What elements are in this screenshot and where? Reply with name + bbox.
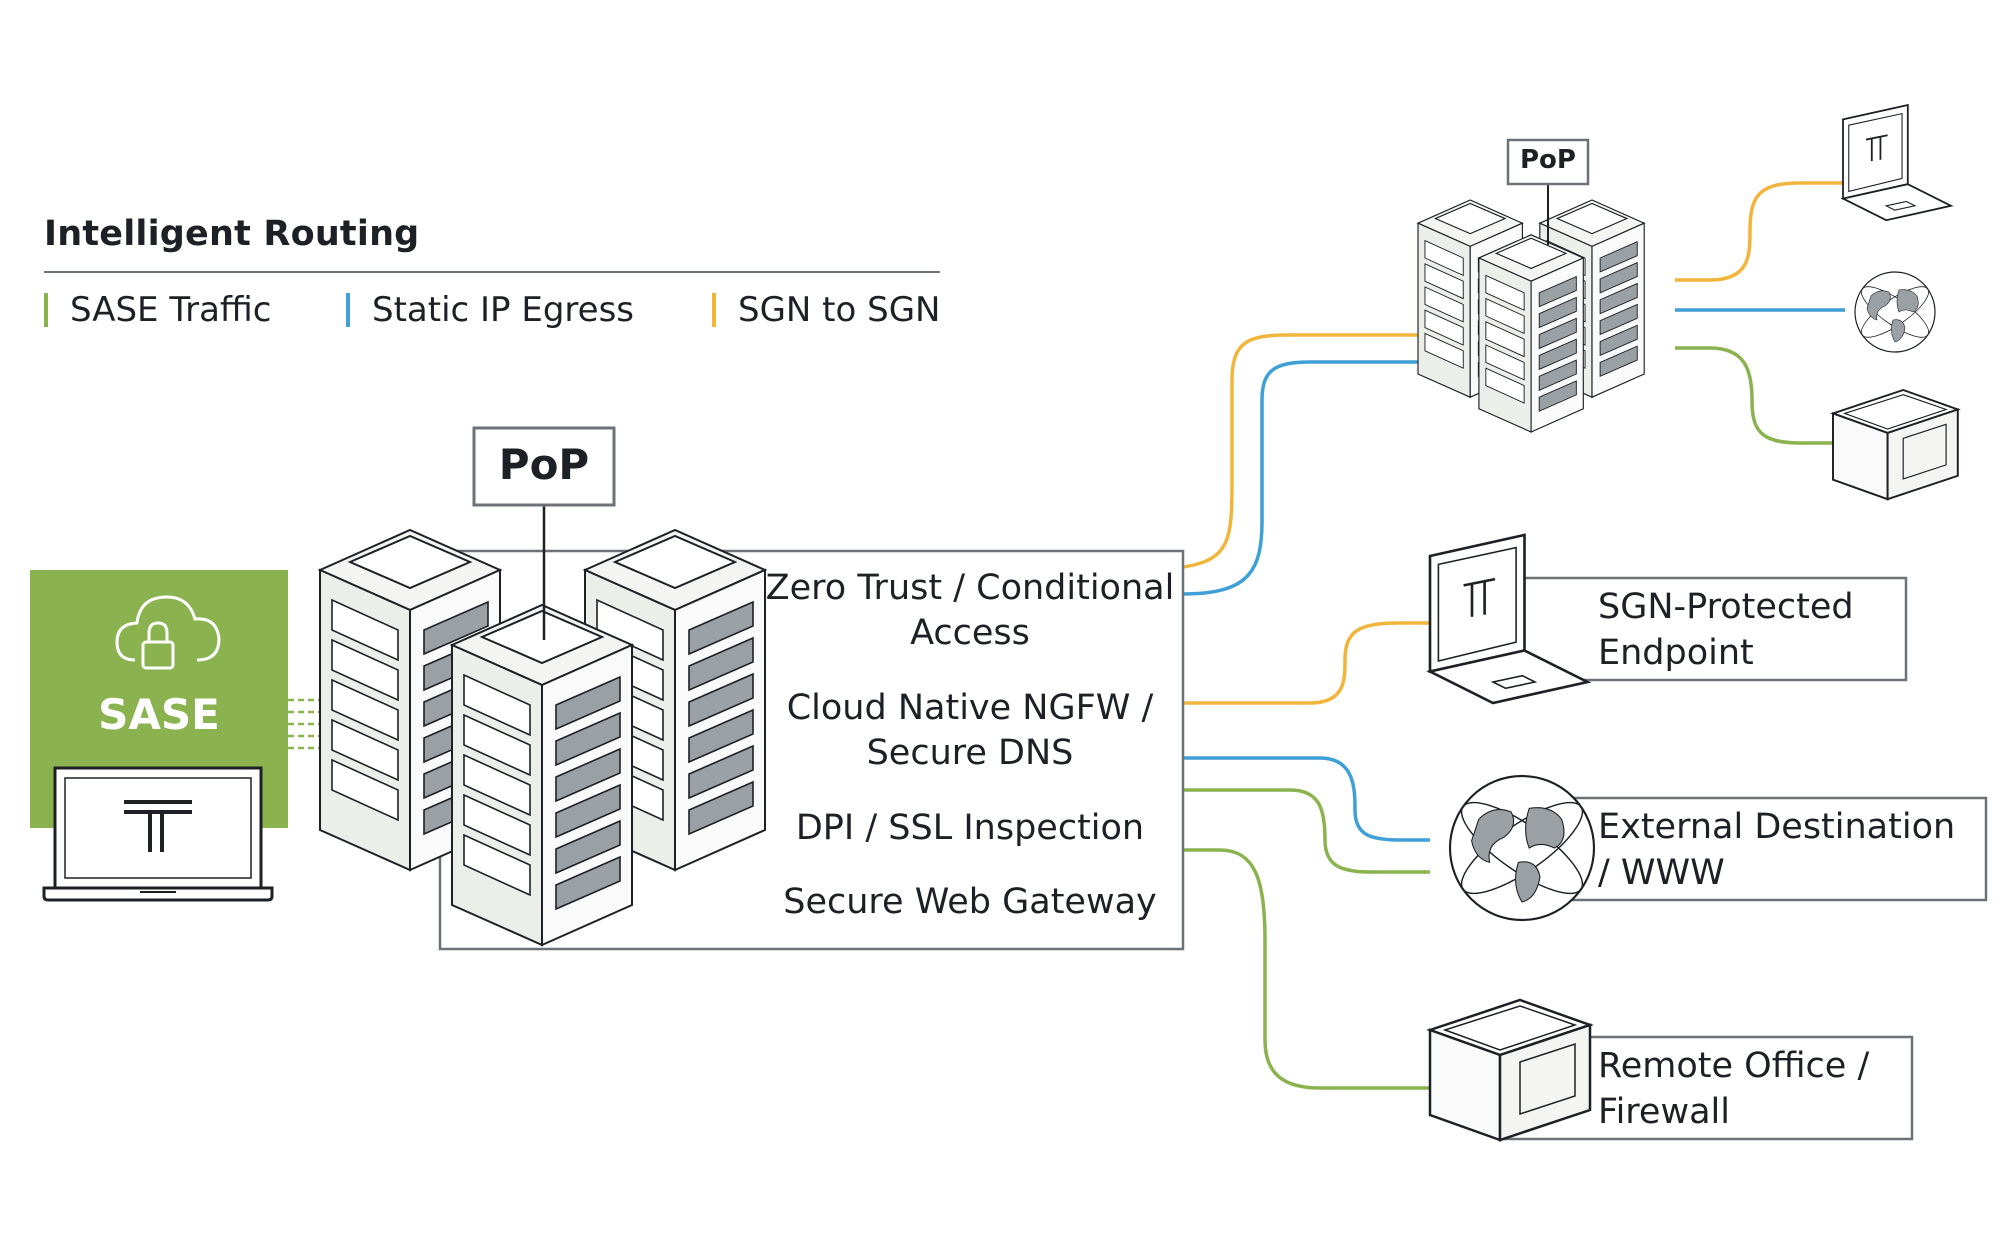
remote-laptop-icon (1842, 104, 1952, 222)
legend-label: Static IP Egress (372, 290, 635, 330)
legend-item-static-ip: Static IP Egress (346, 290, 634, 330)
pop-label: PoP (498, 440, 590, 489)
legend-label: SGN to SGN (738, 290, 941, 330)
routing-lines (288, 181, 1845, 1090)
laptop-icon (42, 766, 274, 902)
cloud-lock-icon (115, 595, 221, 670)
remote-pop-label-box (1506, 138, 1590, 186)
pop-label-box (472, 426, 616, 507)
legend-item-sgn-to-sgn: SGN to SGN (712, 290, 940, 330)
remote-pop-servers (1417, 199, 1645, 433)
remote-globe-icon (1854, 271, 1936, 353)
destination-label-endpoint: SGN-Protected Endpoint (1598, 587, 1854, 673)
legend-item-sase-traffic: SASE Traffic (44, 290, 272, 330)
legend-swatch-green (44, 293, 48, 327)
feature-swg: Secure Web Gateway (783, 882, 1157, 922)
server-tower-front (451, 604, 633, 946)
feature-ngfw: Cloud Native NGFW / Secure DNS (786, 688, 1154, 773)
legend-swatch-blue (346, 293, 350, 327)
sase-label: SASE (98, 690, 220, 739)
feature-zero-trust: Zero Trust / Conditional Access (765, 568, 1175, 653)
remote-firewall-icon (1832, 389, 1959, 501)
destination-label-firewall: Remote Office / Firewall (1598, 1046, 1870, 1132)
feature-dpi: DPI / SSL Inspection (795, 808, 1145, 848)
firewall-icon (1428, 998, 1592, 1142)
destination-box-endpoint (1498, 576, 1908, 682)
legend-label: SASE Traffic (70, 290, 272, 330)
remote-pop-label: PoP (1520, 145, 1576, 175)
legend-swatch-orange (712, 293, 716, 327)
destination-label-www: External Destination / WWW (1598, 807, 1956, 893)
globe-icon (1448, 774, 1596, 922)
legend-title: Intelligent Routing (44, 214, 420, 254)
